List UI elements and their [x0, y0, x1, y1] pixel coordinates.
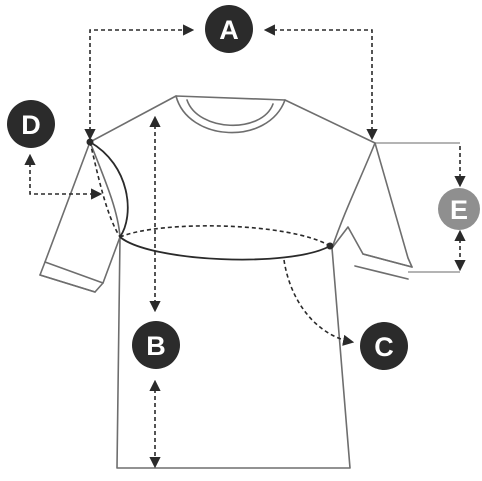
d-line [30, 156, 100, 194]
a-line-right [266, 30, 372, 138]
tshirt-outline [40, 96, 412, 468]
badge-b: B [132, 321, 180, 369]
right-sleeve-seam [332, 143, 375, 248]
badge-c: C [360, 322, 408, 370]
chest-line-back [120, 226, 330, 246]
badge-e-label: E [450, 195, 468, 225]
shoulder-point-left [87, 139, 94, 146]
chest-point [327, 243, 334, 250]
right-cuff [355, 254, 412, 279]
badge-d: D [7, 100, 55, 148]
collar-outer [176, 96, 285, 133]
badge-a: A [205, 5, 253, 53]
collar-inner [187, 100, 273, 125]
badge-c-label: C [374, 332, 394, 362]
c-line [284, 260, 352, 342]
armhole-curve-dashed [90, 142, 120, 237]
badge-a-label: A [219, 15, 239, 45]
a-line-left [90, 30, 192, 138]
badge-b-label: B [146, 331, 166, 361]
tshirt-body [40, 96, 412, 468]
badge-e: E [438, 188, 480, 230]
left-sleeve-seam [90, 142, 120, 237]
left-cuff [40, 262, 103, 292]
badge-d-label: D [21, 110, 41, 140]
chest-line-front [120, 237, 330, 260]
